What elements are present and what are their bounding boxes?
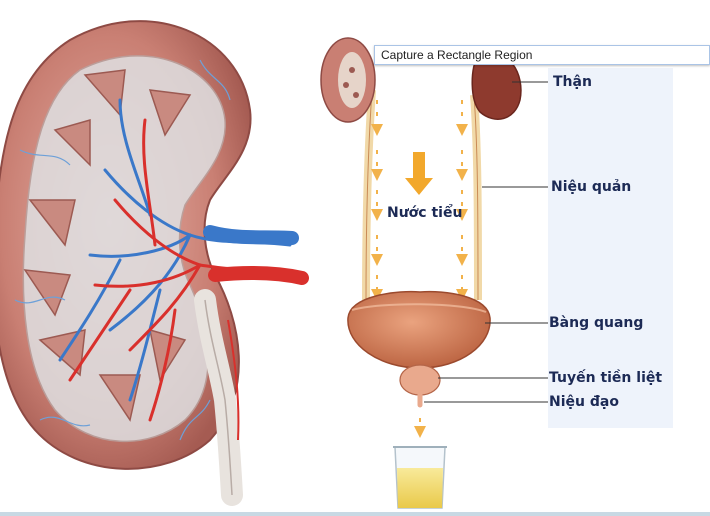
- urine-label: Nước tiểu: [387, 205, 463, 221]
- bottom-edge-strip: [0, 512, 710, 516]
- kidney-cross-section: [0, 20, 309, 506]
- small-kidney-left: [320, 37, 376, 123]
- bladder-shape: [347, 290, 491, 369]
- prostate-label: Tuyến tiền liệt: [549, 370, 663, 386]
- urethra-label: Niệu đạo: [549, 394, 619, 410]
- urine-flow-arrow: [405, 152, 433, 195]
- urinary-system: [320, 37, 522, 509]
- capture-region-tooltip: Capture a Rectangle Region: [374, 45, 710, 65]
- ureter-label: Niệu quản: [551, 179, 632, 195]
- leader-lines: [424, 81, 548, 403]
- label-panel: [548, 68, 673, 428]
- kidney-label: Thận: [553, 74, 592, 90]
- bladder-label: Bàng quang: [549, 315, 644, 331]
- urine-glass: [393, 446, 447, 509]
